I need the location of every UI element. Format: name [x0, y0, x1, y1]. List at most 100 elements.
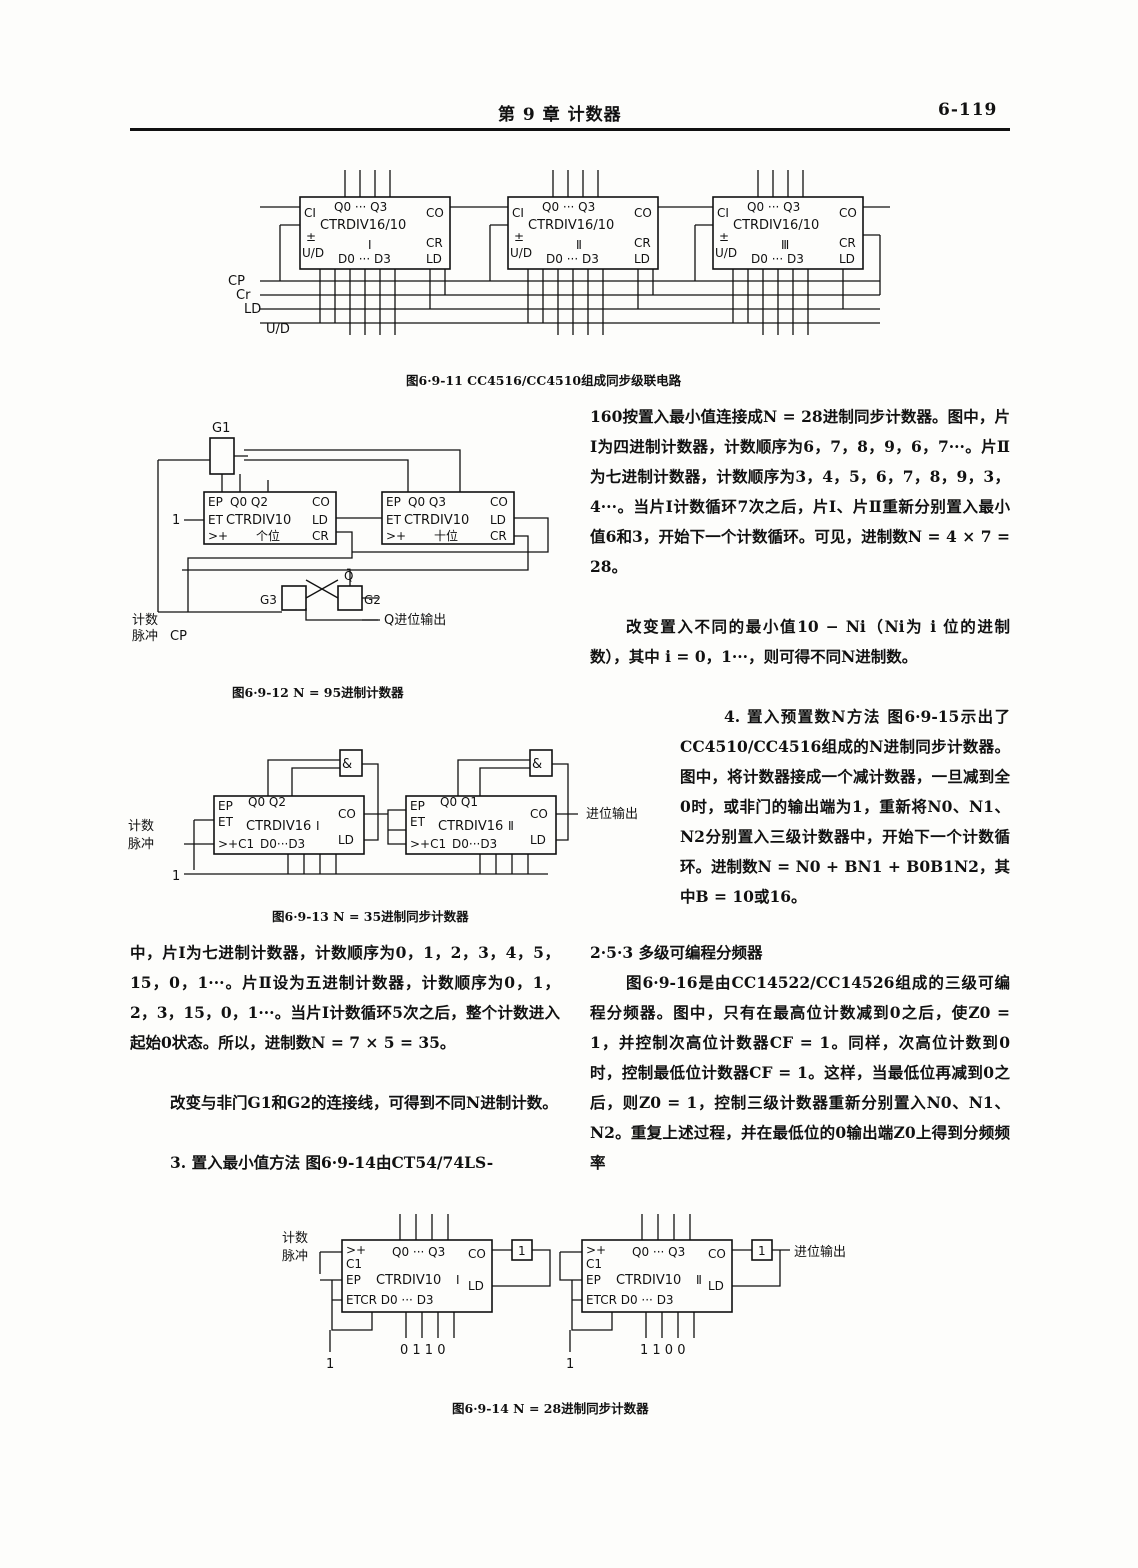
svg-text:>+C1: >+C1	[410, 837, 446, 851]
svg-text:CO: CO	[839, 206, 857, 220]
svg-text:CR: CR	[426, 236, 443, 250]
svg-text:U/D: U/D	[510, 246, 532, 260]
right-col-paragraph-1: 160按置入最小值连接成N = 28进制同步计数器。图中，片Ⅰ为四进制计数器，计…	[590, 407, 1010, 576]
svg-text:ETCR D0 ··· D3: ETCR D0 ··· D3	[586, 1293, 674, 1307]
right-col-paragraph-3: 4. 置入预置数N方法 图6·9-15示出了CC4510/CC4516组成的N进…	[680, 707, 1010, 906]
header-rule	[130, 128, 1010, 131]
fig14-chip-1	[341, 1239, 493, 1313]
fig12-gate-g3	[281, 585, 307, 611]
svg-text:&: &	[532, 757, 542, 772]
svg-text:EP: EP	[346, 1273, 361, 1287]
svg-text:LD: LD	[839, 252, 855, 266]
svg-text:个位: 个位	[256, 528, 280, 543]
svg-text:Q0 ··· Q3: Q0 ··· Q3	[334, 200, 387, 214]
svg-text:CTRDIV16/10: CTRDIV16/10	[320, 218, 406, 233]
svg-text:CI: CI	[512, 206, 524, 220]
figure-6-9-12: G1 EP Q0 Q2 CO ET CTRDIV10 LD >+ 个位 CR E…	[132, 421, 549, 644]
svg-text:±: ±	[719, 230, 729, 244]
svg-text:CTRDIV10: CTRDIV10	[226, 513, 291, 528]
svg-text:C1: C1	[586, 1257, 602, 1271]
fig13-gate-2	[529, 749, 553, 777]
svg-text:LD: LD	[708, 1279, 724, 1293]
svg-text:CO: CO	[490, 495, 508, 509]
svg-text:Ⅱ: Ⅱ	[696, 1273, 702, 1287]
fig11-input-ld: LD	[244, 302, 261, 317]
svg-text:1: 1	[518, 1244, 526, 1258]
svg-text:脉冲: 脉冲	[282, 1249, 308, 1264]
svg-text:CTRDIV10: CTRDIV10	[376, 1273, 441, 1288]
svg-text:LD: LD	[468, 1279, 484, 1293]
figure-6-9-14: >+ Q0 ··· Q3 CO C1 EP CTRDIV10 Ⅰ LD ETCR…	[282, 1214, 846, 1372]
svg-text:Q0 Q2: Q0 Q2	[230, 495, 268, 509]
svg-text:1 1 0 0: 1 1 0 0	[640, 1343, 685, 1358]
svg-text:U/D: U/D	[715, 246, 737, 260]
svg-text:十位: 十位	[434, 528, 458, 543]
svg-text:CR: CR	[490, 529, 507, 543]
svg-text:Q0 Q1: Q0 Q1	[440, 795, 478, 809]
fig11-input-cp: CP	[228, 274, 245, 289]
fig11-caption: 图6·9-11 CC4516/CC4510组成同步级联电路	[406, 373, 682, 388]
svg-text:1: 1	[172, 513, 180, 528]
svg-text:LD: LD	[490, 513, 506, 527]
svg-text:EP: EP	[386, 495, 401, 509]
svg-text:1: 1	[326, 1357, 334, 1372]
svg-text:Q0 ··· Q3: Q0 ··· Q3	[392, 1245, 445, 1259]
fig11-chip-3-labels: CI Q0 ··· Q3 CO CTRDIV16/10 ± Ⅲ U/D CR D…	[715, 200, 857, 266]
svg-text:EP: EP	[586, 1273, 601, 1287]
svg-text:脉冲: 脉冲	[128, 837, 154, 852]
svg-text:计数: 计数	[132, 613, 158, 628]
svg-text:Ⅱ: Ⅱ	[508, 819, 514, 833]
fig13-caption: 图6·9-13 N = 35进制同步计数器	[272, 909, 469, 924]
figure-6-9-13: EP Q0 Q2 CO ET CTRDIV16 Ⅰ >+C1 D0···D3 L…	[128, 749, 638, 884]
fig12-gate-g2	[337, 585, 363, 611]
svg-text:CTRDIV16: CTRDIV16	[438, 819, 503, 834]
svg-text:EP: EP	[208, 495, 223, 509]
fig13-gate-1	[339, 749, 363, 777]
svg-text:D0···D3: D0···D3	[452, 837, 497, 851]
svg-text:CO: CO	[468, 1247, 486, 1261]
svg-text:>+: >+	[208, 529, 228, 543]
page-number: 6-119	[938, 100, 998, 120]
svg-text:D0 ··· D3: D0 ··· D3	[751, 252, 804, 266]
fig11-chip-2-labels: CI Q0 ··· Q3 CO CTRDIV16/10 ± Ⅱ U/D CR D…	[510, 200, 652, 266]
svg-text:1: 1	[172, 869, 180, 884]
svg-text:>+: >+	[386, 529, 406, 543]
svg-text:计数: 计数	[128, 819, 154, 834]
right-col-paragraph-4: 图6·9-16是由CC14522/CC14526组成的三级可编程分频器。图中，只…	[590, 973, 1010, 1172]
svg-text:>+C1: >+C1	[218, 837, 254, 851]
svg-text:G1: G1	[212, 421, 230, 436]
svg-text:计数: 计数	[282, 1231, 308, 1246]
svg-text:LD: LD	[338, 833, 354, 847]
svg-text:Ⅰ: Ⅰ	[368, 238, 372, 252]
fig14-chip-2	[581, 1239, 733, 1313]
fig13-output-label: 进位输出	[586, 806, 638, 822]
svg-text:CI: CI	[304, 206, 316, 220]
fig12-caption: 图6·9-12 N = 95进制计数器	[232, 685, 404, 700]
chapter-title: 第 9 章 计数器	[498, 105, 622, 125]
svg-text:CTRDIV16/10: CTRDIV16/10	[528, 218, 614, 233]
svg-text:Q̄: Q̄	[344, 569, 353, 583]
svg-text:Ⅱ: Ⅱ	[576, 238, 582, 252]
left-col-paragraph-3: 3. 置入最小值方法 图6·9-14由CT54/74LS-	[170, 1153, 494, 1172]
svg-text:ET: ET	[410, 815, 426, 829]
fig11-input-cr: Cr	[236, 288, 251, 303]
svg-text:CTRDIV16/10: CTRDIV16/10	[733, 218, 819, 233]
svg-text:Ⅰ: Ⅰ	[456, 1273, 460, 1287]
svg-text:CO: CO	[338, 807, 356, 821]
svg-text:EP: EP	[410, 799, 425, 813]
svg-text:ET: ET	[218, 815, 234, 829]
left-col-paragraph-1: 中，片Ⅰ为七进制计数器，计数顺序为0，1，2，3，4，5，15，0，1···。片…	[130, 943, 560, 1052]
svg-text:D0 ··· D3: D0 ··· D3	[338, 252, 391, 266]
svg-text:CR: CR	[312, 529, 329, 543]
svg-text:Ⅰ: Ⅰ	[316, 819, 320, 833]
fig14-output-label: 进位输出	[794, 1244, 846, 1260]
fig12-gate-g1	[209, 437, 235, 475]
svg-text:CP: CP	[170, 629, 187, 644]
svg-text:CO: CO	[634, 206, 652, 220]
fig13-chip-1	[213, 795, 365, 855]
svg-text:CTRDIV16: CTRDIV16	[246, 819, 311, 834]
svg-text:>+: >+	[346, 1243, 366, 1257]
svg-text:ETCR D0 ··· D3: ETCR D0 ··· D3	[346, 1293, 434, 1307]
svg-text:CR: CR	[839, 236, 856, 250]
svg-text:1: 1	[758, 1244, 766, 1258]
